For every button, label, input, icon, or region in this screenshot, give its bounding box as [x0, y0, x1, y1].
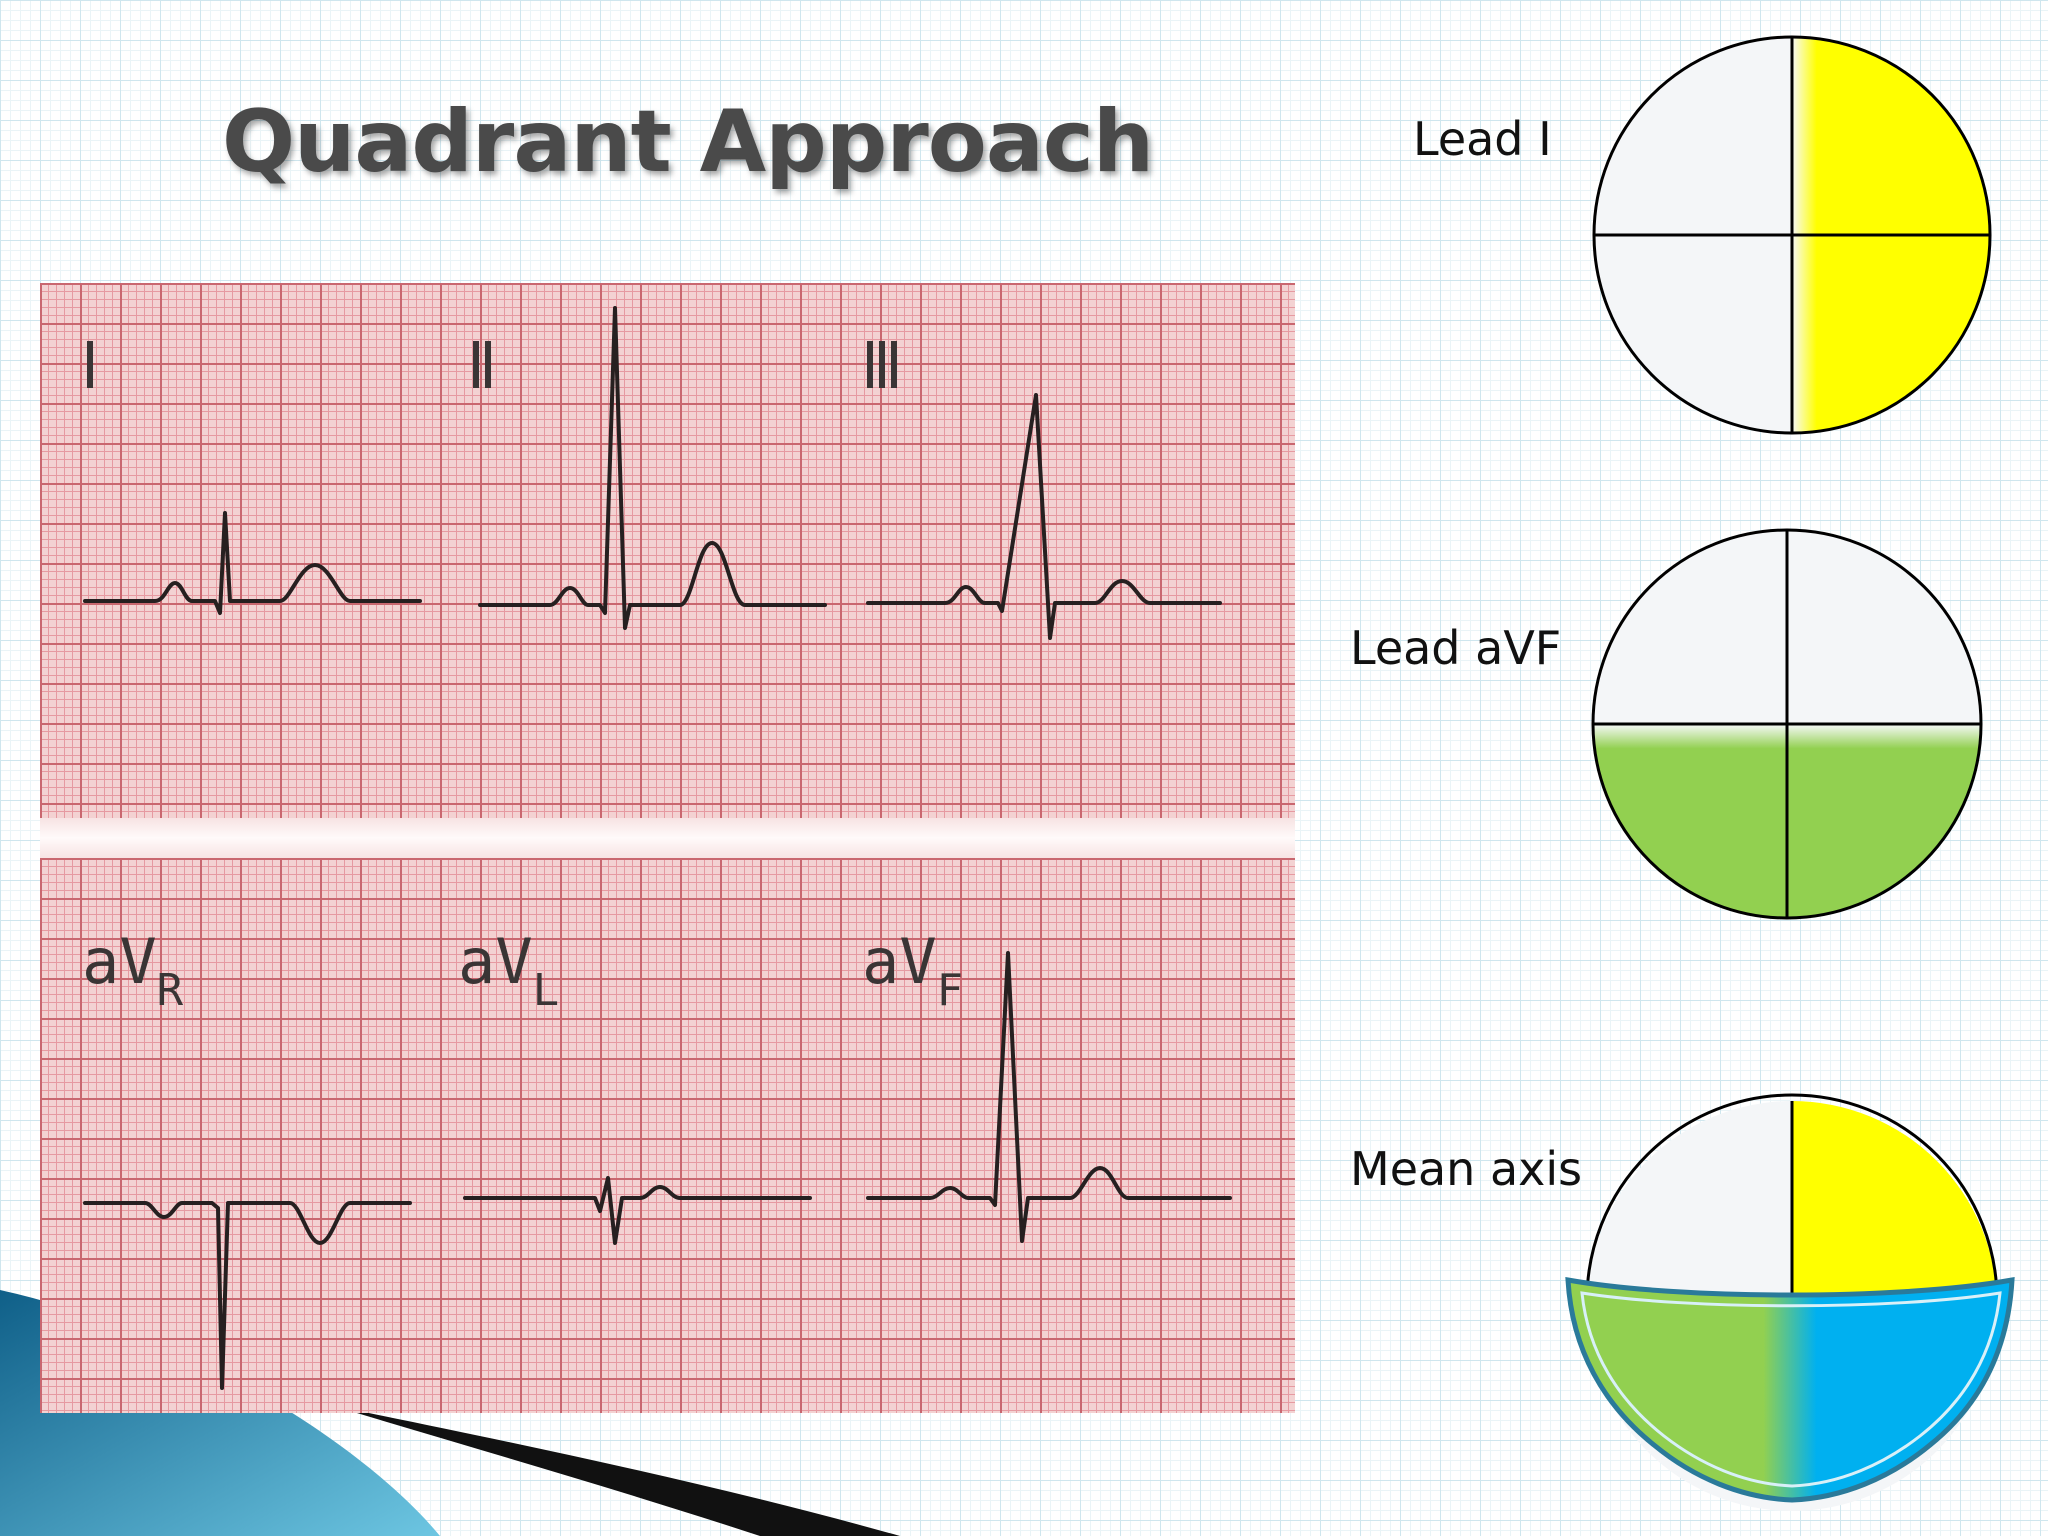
slide-title: Quadrant Approach — [222, 92, 1154, 192]
lead-avf-label: Lead aVF — [1350, 621, 1562, 675]
lead-avf-axis-circle — [1591, 528, 1983, 920]
lead-label-avl: aVL — [458, 925, 559, 1016]
mean-axis-label: Mean axis — [1350, 1142, 1583, 1196]
lead-label-avr: aVR — [82, 925, 184, 1016]
ecg-trace-lead-avf — [866, 951, 1232, 1243]
ecg-panel-top — [40, 283, 1295, 818]
ecg-trace-lead-iii — [866, 393, 1222, 640]
mean-axis-circle — [1565, 1093, 2015, 1511]
lead-label-iii — [867, 341, 897, 388]
ecg-trace-lead-i — [83, 511, 422, 615]
ecg-trace-lead-avr — [83, 1201, 412, 1390]
lead-label-avf: aVF — [862, 925, 963, 1016]
ecg-trace-lead-ii — [478, 306, 827, 630]
lead-i-axis-circle — [1592, 35, 1992, 435]
ecg-panel-gap — [40, 818, 1295, 858]
ecg-panel-bottom — [40, 858, 1295, 1413]
lead-label-ii — [473, 341, 491, 388]
ecg-traces: aVR aVL aVF — [82, 306, 1232, 1390]
ecg-strip-image: aVR aVL aVF — [40, 283, 1295, 1413]
lead-i-label: Lead I — [1413, 112, 1552, 166]
ecg-trace-lead-avl — [463, 1176, 812, 1245]
